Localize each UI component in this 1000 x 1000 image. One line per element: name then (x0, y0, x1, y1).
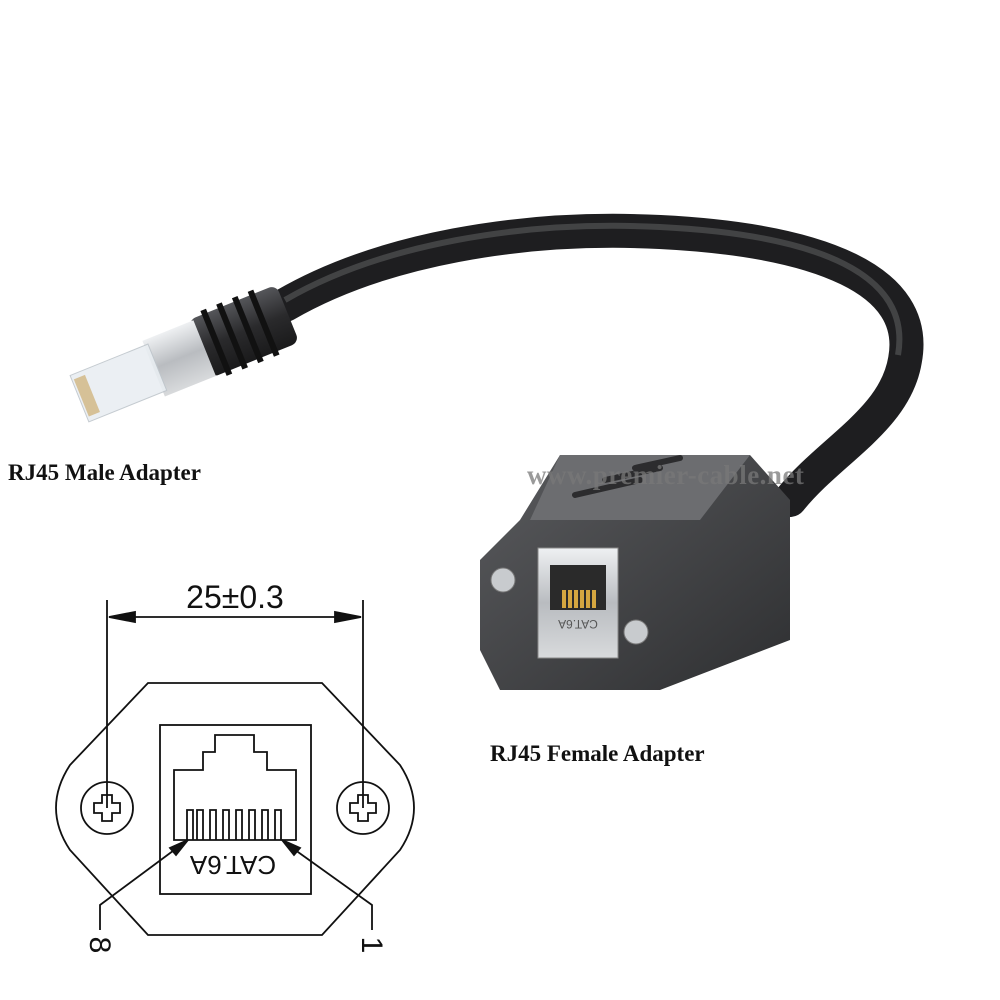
photo-jack-marking: CAT.6A (558, 617, 598, 631)
screw-icon (623, 619, 649, 645)
male-adapter-label: RJ45 Male Adapter (8, 460, 201, 485)
pin-label-1: 1 (355, 937, 388, 954)
screw-cross-icon (349, 794, 377, 822)
rj45-female-connector: CAT.6A (480, 455, 790, 690)
pin-label-8: 8 (83, 937, 116, 954)
screw-cross-icon (93, 794, 121, 822)
watermark: www.premier-cable.net (527, 460, 805, 490)
rj45-male-connector (69, 287, 297, 423)
contact-pins (186, 809, 282, 840)
dimension-text: 25±0.3 (186, 579, 284, 615)
dimension-drawing (55, 600, 415, 936)
screw-icon (490, 567, 516, 593)
drawing-jack-marking: CAT.6A (189, 850, 276, 880)
jack-outline (159, 724, 312, 895)
panel-outline (55, 682, 415, 936)
cable (268, 213, 924, 517)
female-adapter-label: RJ45 Female Adapter (490, 741, 705, 766)
